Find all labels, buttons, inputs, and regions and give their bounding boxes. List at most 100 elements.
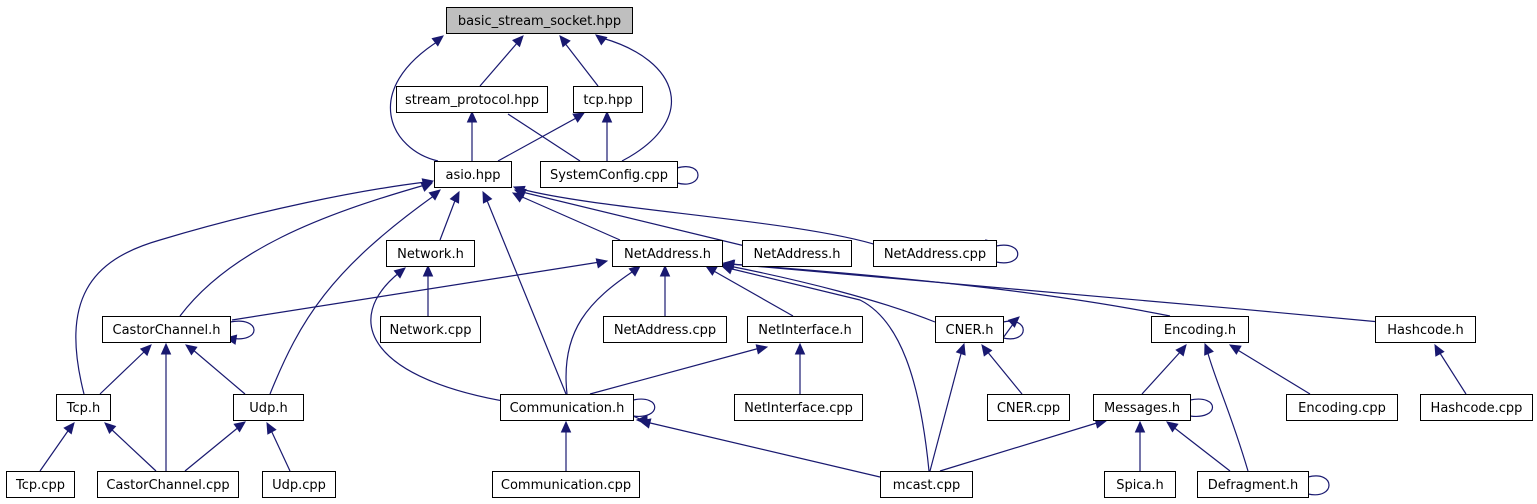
node-label: Udp.h — [249, 401, 287, 416]
edge-messagesh-to-encodingh — [1141, 349, 1183, 395]
node-udp-h[interactable]: Udp.h — [233, 394, 304, 421]
node-communication-h[interactable]: Communication.h — [500, 394, 634, 421]
node-hashcode-cpp[interactable]: Hashcode.cpp — [1420, 394, 1533, 421]
node-basic-stream-socket[interactable]: basic_stream_socket.hpp — [446, 7, 633, 34]
edge-tcphpp-to-root-arrowhead — [559, 35, 571, 48]
edge-networkh-to-asio — [439, 197, 457, 241]
edge-messagesh-self — [1181, 398, 1214, 417]
edge-communicationh-to-netaddressh-arrowhead — [628, 265, 641, 277]
node-encoding-cpp[interactable]: Encoding.cpp — [1286, 394, 1398, 421]
node-netaddress-cpp-top[interactable]: NetAddress.cpp — [873, 240, 997, 267]
edge-systemconfig-to-root-arrowhead — [595, 34, 608, 46]
edge-mcastcpp-to-communicationh — [645, 421, 881, 478]
edge-udph-to-castorchannelh-arrowhead — [185, 344, 198, 356]
edge-castorchannelh-to-netaddressh-arrowhead — [595, 258, 609, 269]
edge-tcph-to-castorchannelh — [99, 349, 147, 395]
node-label: basic_stream_socket.hpp — [458, 14, 621, 29]
node-tcp-hpp[interactable]: tcp.hpp — [573, 86, 643, 113]
node-network-cpp[interactable]: Network.cpp — [380, 316, 481, 343]
node-box — [612, 240, 723, 267]
node-tcp-cpp[interactable]: Tcp.cpp — [6, 471, 75, 498]
edge-systemconfig-to-tcphpp-arrowhead — [601, 110, 613, 123]
node-label: CNER.h — [946, 323, 994, 338]
node-netaddress-h[interactable]: NetAddress.h — [612, 240, 723, 267]
node-box — [1375, 316, 1476, 343]
edge-castorchannelh-to-netaddressh — [231, 261, 601, 321]
node-label: CNER.cpp — [997, 401, 1060, 416]
node-asio[interactable]: asio.hpp — [434, 161, 512, 188]
node-label: asio.hpp — [446, 168, 501, 183]
edge-spicah-to-messagesh-arrowhead — [1134, 420, 1146, 433]
node-netinterface-cpp[interactable]: NetInterface.cpp — [734, 394, 863, 421]
node-box — [540, 161, 678, 188]
edge-messagesh-to-encodingh-arrowhead — [1175, 344, 1187, 357]
node-label: Network.h — [397, 247, 464, 262]
edge-hashcodeh-to-netaddressh — [729, 263, 1381, 323]
node-label: NetAddress.cpp — [614, 323, 716, 338]
node-label: CastorChannel.h — [113, 323, 221, 338]
edge-netinterfaceh-to-netaddressh — [711, 269, 794, 317]
node-box — [734, 394, 863, 421]
node-mcast-cpp[interactable]: mcast.cpp — [880, 471, 973, 498]
node-castorchannel-cpp[interactable]: CastorChannel.cpp — [97, 471, 239, 498]
node-hashcode-h[interactable]: Hashcode.h — [1375, 316, 1476, 343]
node-box — [603, 316, 727, 343]
edge-cnercpp-to-cnerh-arrowhead — [981, 344, 993, 357]
node-tcp-h[interactable]: Tcp.h — [56, 394, 111, 421]
node-label: SystemConfig.cpp — [550, 168, 668, 183]
edge-castorchannelcpp-to-tcph-arrowhead — [104, 422, 117, 434]
edge-netaddresscpptop-to-asio — [520, 188, 881, 247]
node-box — [1420, 394, 1533, 421]
node-netinterface-h[interactable]: NetInterface.h — [747, 316, 863, 343]
edge-communicationcpp-to-communicationh-arrowhead — [560, 420, 572, 433]
edge-communicationh-to-netaddressh — [565, 269, 636, 395]
node-defragment-h[interactable]: Defragment.h — [1197, 471, 1309, 498]
edge-mcastcpp-to-cnerh — [929, 349, 963, 472]
edge-systemconfig-to-streamprotocol — [507, 113, 581, 162]
node-box — [446, 7, 633, 34]
edge-defragmenth-to-encodingh — [1206, 349, 1249, 472]
node-label: NetInterface.cpp — [744, 401, 853, 416]
edge-mcastcpp-to-messagesh — [939, 421, 1101, 472]
node-systemconfig[interactable]: SystemConfig.cpp — [540, 161, 678, 188]
node-spica-h[interactable]: Spica.h — [1104, 471, 1176, 498]
node-box — [935, 316, 1004, 343]
edge-netaddressh-to-asio — [519, 195, 621, 241]
edge-encodingh-to-netaddressh — [729, 263, 1171, 317]
edge-asio-to-root — [389, 39, 441, 162]
node-cner-h[interactable]: CNER.h — [935, 316, 1004, 343]
edge-udph-to-asio — [269, 194, 436, 395]
node-label: Encoding.cpp — [1298, 401, 1386, 416]
edge-castorchannelh-to-asio — [179, 184, 426, 317]
edge-udph-to-castorchannelh — [191, 348, 246, 395]
node-messages-h[interactable]: Messages.h — [1093, 394, 1191, 421]
node-box — [573, 86, 643, 113]
edge-netaddresscpptop-self — [989, 243, 1019, 264]
edge-castorchannelcpp-to-udph — [184, 425, 241, 472]
node-stream-protocol[interactable]: stream_protocol.hpp — [396, 86, 548, 113]
node-netaddress-h2[interactable]: NetAddress.h — [742, 240, 852, 267]
node-cner-cpp[interactable]: CNER.cpp — [987, 394, 1070, 421]
edge-communicationh-to-netinterfaceh-arrowhead — [755, 344, 769, 355]
node-communication-cpp[interactable]: Communication.cpp — [492, 471, 640, 498]
graph-nodes: basic_stream_socket.hpp stream_protocol.h… — [6, 7, 1533, 498]
node-label: Communication.h — [510, 401, 625, 416]
edge-hashcodecpp-to-hashcodeh — [1437, 349, 1467, 395]
edge-netinterfacecpp-to-netinterfaceh-arrowhead — [794, 342, 806, 355]
edge-defragmenth-to-messagesh-arrowhead — [1166, 421, 1179, 433]
edge-defragmenth-self — [1295, 475, 1330, 496]
node-network-h[interactable]: Network.h — [386, 240, 475, 267]
edge-communicationh-to-networkh-arrowhead — [393, 267, 406, 279]
node-castorchannel-h[interactable]: CastorChannel.h — [102, 316, 231, 343]
edge-communicationh-self — [632, 398, 656, 421]
node-encoding-h[interactable]: Encoding.h — [1151, 316, 1249, 343]
node-box — [6, 471, 75, 498]
edge-mcastcpp-to-communicationh-arrowhead — [638, 418, 652, 429]
edge-defragmenth-to-encodingh-arrowhead — [1204, 342, 1214, 356]
edge-castorchannelcpp-to-tcph — [109, 427, 157, 472]
node-label: Tcp.cpp — [15, 478, 65, 493]
node-udp-cpp[interactable]: Udp.cpp — [262, 471, 336, 498]
node-label: mcast.cpp — [893, 478, 960, 493]
node-box — [742, 240, 852, 267]
node-netaddress-cpp[interactable]: NetAddress.cpp — [603, 316, 727, 343]
